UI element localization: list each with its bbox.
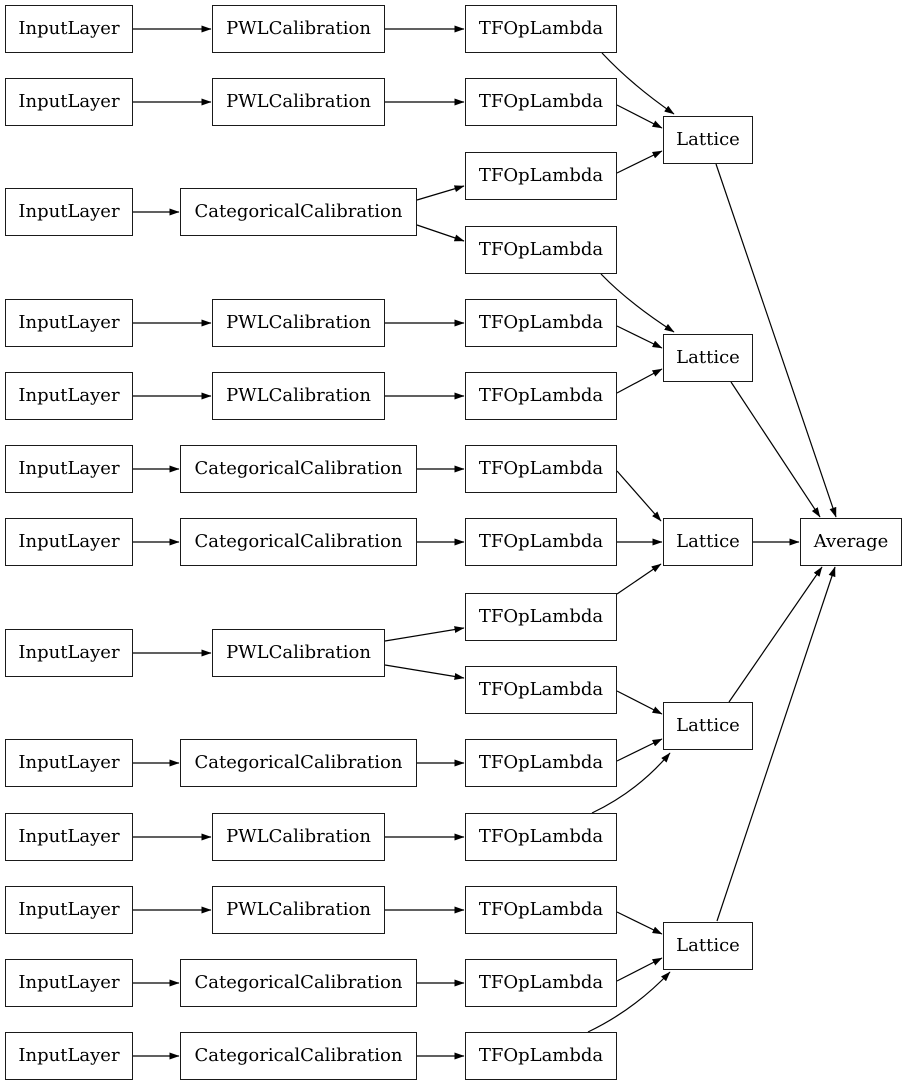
node-input-13: InputLayer xyxy=(5,1032,133,1080)
node-cc-7: CategoricalCalibration xyxy=(180,518,417,566)
node-tfl-11: TFOpLambda xyxy=(465,739,617,787)
node-tfl-4: TFOpLambda xyxy=(465,226,617,274)
node-cc-9: CategoricalCalibration xyxy=(180,739,417,787)
edge-tfl-4-to-lattice-2 xyxy=(600,273,675,333)
node-cc-3: CategoricalCalibration xyxy=(180,188,417,236)
node-tfl-7: TFOpLambda xyxy=(465,445,617,493)
node-input-1: InputLayer xyxy=(5,5,133,53)
node-lattice-3: Lattice xyxy=(663,518,753,566)
node-tfl-12: TFOpLambda xyxy=(465,813,617,861)
edge-pwl-8-to-tfl-10 xyxy=(384,664,465,680)
node-tfl-14: TFOpLambda xyxy=(465,959,617,1007)
node-input-10: InputLayer xyxy=(5,813,133,861)
node-pwl-11: PWLCalibration xyxy=(212,886,385,934)
edge-lattice-5-to-average xyxy=(716,566,836,922)
node-input-6: InputLayer xyxy=(5,445,133,493)
edge-tfl-12-to-lattice-4 xyxy=(591,752,671,814)
edge-tfl-9-to-lattice-3 xyxy=(616,563,662,595)
node-input-12: InputLayer xyxy=(5,959,133,1007)
node-input-4: InputLayer xyxy=(5,299,133,347)
edge-tfl-14-to-lattice-5 xyxy=(616,957,663,982)
edge-lattice-2-to-average xyxy=(730,381,821,518)
edge-tfl-2-to-lattice-1 xyxy=(616,104,663,129)
edge-cc-3-to-tfl-4 xyxy=(416,224,465,242)
edge-tfl-7-to-lattice-3 xyxy=(616,470,662,522)
edge-cc-3-to-tfl-3 xyxy=(416,185,465,201)
node-pwl-1: PWLCalibration xyxy=(212,5,385,53)
node-cc-6: CategoricalCalibration xyxy=(180,445,417,493)
node-tfl-5: TFOpLambda xyxy=(465,299,617,347)
node-input-9: InputLayer xyxy=(5,739,133,787)
node-cc-13: CategoricalCalibration xyxy=(180,1032,417,1080)
node-average: Average xyxy=(800,518,902,566)
edge-tfl-15-to-lattice-5 xyxy=(587,971,671,1033)
edge-tfl-10-to-lattice-4 xyxy=(616,690,663,715)
node-input-7: InputLayer xyxy=(5,518,133,566)
node-input-8: InputLayer xyxy=(5,629,133,677)
node-tfl-3: TFOpLambda xyxy=(465,152,617,200)
node-tfl-13: TFOpLambda xyxy=(465,886,617,934)
edge-lattice-4-to-average xyxy=(728,566,823,703)
node-input-11: InputLayer xyxy=(5,886,133,934)
node-pwl-4: PWLCalibration xyxy=(212,299,385,347)
node-pwl-10: PWLCalibration xyxy=(212,813,385,861)
node-pwl-5: PWLCalibration xyxy=(212,372,385,420)
node-tfl-8: TFOpLambda xyxy=(465,518,617,566)
edge-tfl-11-to-lattice-4 xyxy=(616,738,663,762)
node-pwl-2: PWLCalibration xyxy=(212,78,385,126)
node-pwl-8: PWLCalibration xyxy=(212,629,385,677)
edge-tfl-6-to-lattice-2 xyxy=(616,368,663,394)
node-lattice-5: Lattice xyxy=(663,922,753,970)
node-input-3: InputLayer xyxy=(5,188,133,236)
edge-tfl-3-to-lattice-1 xyxy=(616,150,663,174)
node-lattice-2: Lattice xyxy=(663,334,753,382)
node-input-2: InputLayer xyxy=(5,78,133,126)
node-input-5: InputLayer xyxy=(5,372,133,420)
edge-pwl-8-to-tfl-9 xyxy=(384,626,465,642)
node-tfl-2: TFOpLambda xyxy=(465,78,617,126)
node-tfl-15: TFOpLambda xyxy=(465,1032,617,1080)
edge-tfl-5-to-lattice-2 xyxy=(616,325,663,349)
node-cc-12: CategoricalCalibration xyxy=(180,959,417,1007)
node-lattice-1: Lattice xyxy=(663,116,753,164)
edge-lattice-1-to-average xyxy=(715,163,837,518)
node-tfl-6: TFOpLambda xyxy=(465,372,617,420)
node-lattice-4: Lattice xyxy=(663,702,753,750)
edge-tfl-1-to-lattice-1 xyxy=(601,52,675,115)
node-tfl-9: TFOpLambda xyxy=(465,593,617,641)
edge-tfl-13-to-lattice-5 xyxy=(616,911,663,935)
node-tfl-10: TFOpLambda xyxy=(465,666,617,714)
node-tfl-1: TFOpLambda xyxy=(465,5,617,53)
